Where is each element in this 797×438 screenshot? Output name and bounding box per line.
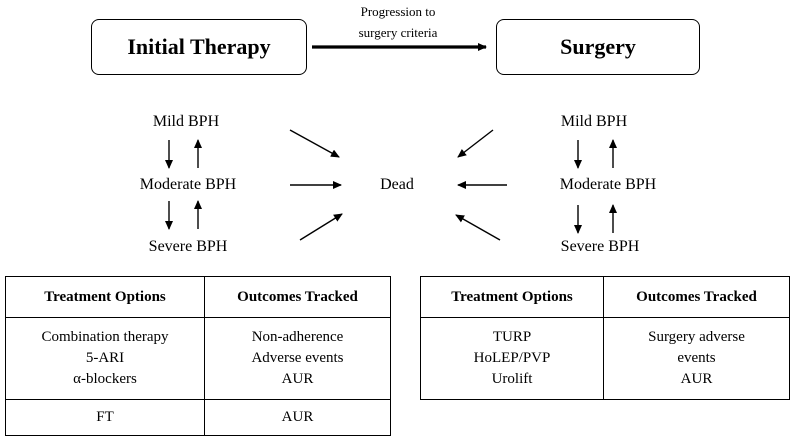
left-severe-to-dead-arrow xyxy=(299,213,343,241)
right-table-treatments-cell: TURP HoLEP/PVP Urolift xyxy=(420,317,604,400)
left-table-row: FT AUR xyxy=(5,399,391,436)
right-state-moderate: Moderate BPH xyxy=(559,176,657,193)
initial-therapy-label: Initial Therapy xyxy=(127,34,271,59)
right-table-header-row: Treatment Options Outcomes Tracked xyxy=(420,276,790,318)
progression-label-line2: surgery criteria xyxy=(358,25,438,40)
left-state-mild: Mild BPH xyxy=(152,113,220,130)
right-table-outcomes-cell: Surgery adverse events AUR xyxy=(603,317,790,400)
right-outcome-surgery-adverse: Surgery adverse xyxy=(648,329,745,345)
left-table-row: Combination therapy 5-ARI α-blockers Non… xyxy=(5,317,391,400)
progression-label: Progression to surgery criteria xyxy=(328,1,468,43)
right-treatment-holep-pvp: HoLEP/PVP xyxy=(473,350,551,366)
right-treatment-turp: TURP xyxy=(492,329,532,345)
left-table-treatments-cell: FT xyxy=(5,399,205,436)
right-options-table: Treatment Options Outcomes Tracked TURP … xyxy=(420,276,790,400)
left-outcome-adverse-events: Adverse events xyxy=(251,350,344,366)
left-table-outcomes-cell: Non-adherence Adverse events AUR xyxy=(204,317,391,400)
surgery-label: Surgery xyxy=(560,34,636,59)
dead-state: Dead xyxy=(380,176,414,193)
left-treatment-5ari: 5-ARI xyxy=(85,350,125,366)
left-state-moderate: Moderate BPH xyxy=(139,176,237,193)
left-outcome-aur-ft: AUR xyxy=(281,409,314,425)
left-mild-to-dead-arrow xyxy=(289,129,340,158)
right-outcome-events: events xyxy=(677,350,716,366)
left-outcome-nonadherence: Non-adherence xyxy=(251,329,344,345)
left-table-outcomes-cell: AUR xyxy=(204,399,391,436)
left-table-header-outcomes: Outcomes Tracked xyxy=(204,276,391,318)
progression-label-line1: Progression to xyxy=(360,4,436,19)
right-table-row: TURP HoLEP/PVP Urolift Surgery adverse e… xyxy=(420,317,790,400)
left-table-header-row: Treatment Options Outcomes Tracked xyxy=(5,276,391,318)
left-state-severe: Severe BPH xyxy=(148,238,228,255)
left-treatment-alpha-blockers: α-blockers xyxy=(73,371,137,387)
left-treatment-combination: Combination therapy xyxy=(41,329,169,345)
right-state-severe: Severe BPH xyxy=(560,238,640,255)
left-outcome-aur: AUR xyxy=(281,371,314,387)
surgery-box: Surgery xyxy=(496,19,700,75)
right-mild-to-dead-arrow xyxy=(457,129,494,158)
right-table-header-treatments: Treatment Options xyxy=(420,276,604,318)
right-table-header-outcomes: Outcomes Tracked xyxy=(603,276,790,318)
left-options-table: Treatment Options Outcomes Tracked Combi… xyxy=(5,276,391,436)
right-outcome-aur: AUR xyxy=(680,371,713,387)
left-table-header-treatments: Treatment Options xyxy=(5,276,205,318)
initial-therapy-box: Initial Therapy xyxy=(91,19,307,75)
left-treatment-ft: FT xyxy=(96,409,114,425)
left-table-treatments-cell: Combination therapy 5-ARI α-blockers xyxy=(5,317,205,400)
right-severe-to-dead-arrow xyxy=(455,214,501,241)
right-treatment-urolift: Urolift xyxy=(491,371,533,387)
right-state-mild: Mild BPH xyxy=(560,113,628,130)
